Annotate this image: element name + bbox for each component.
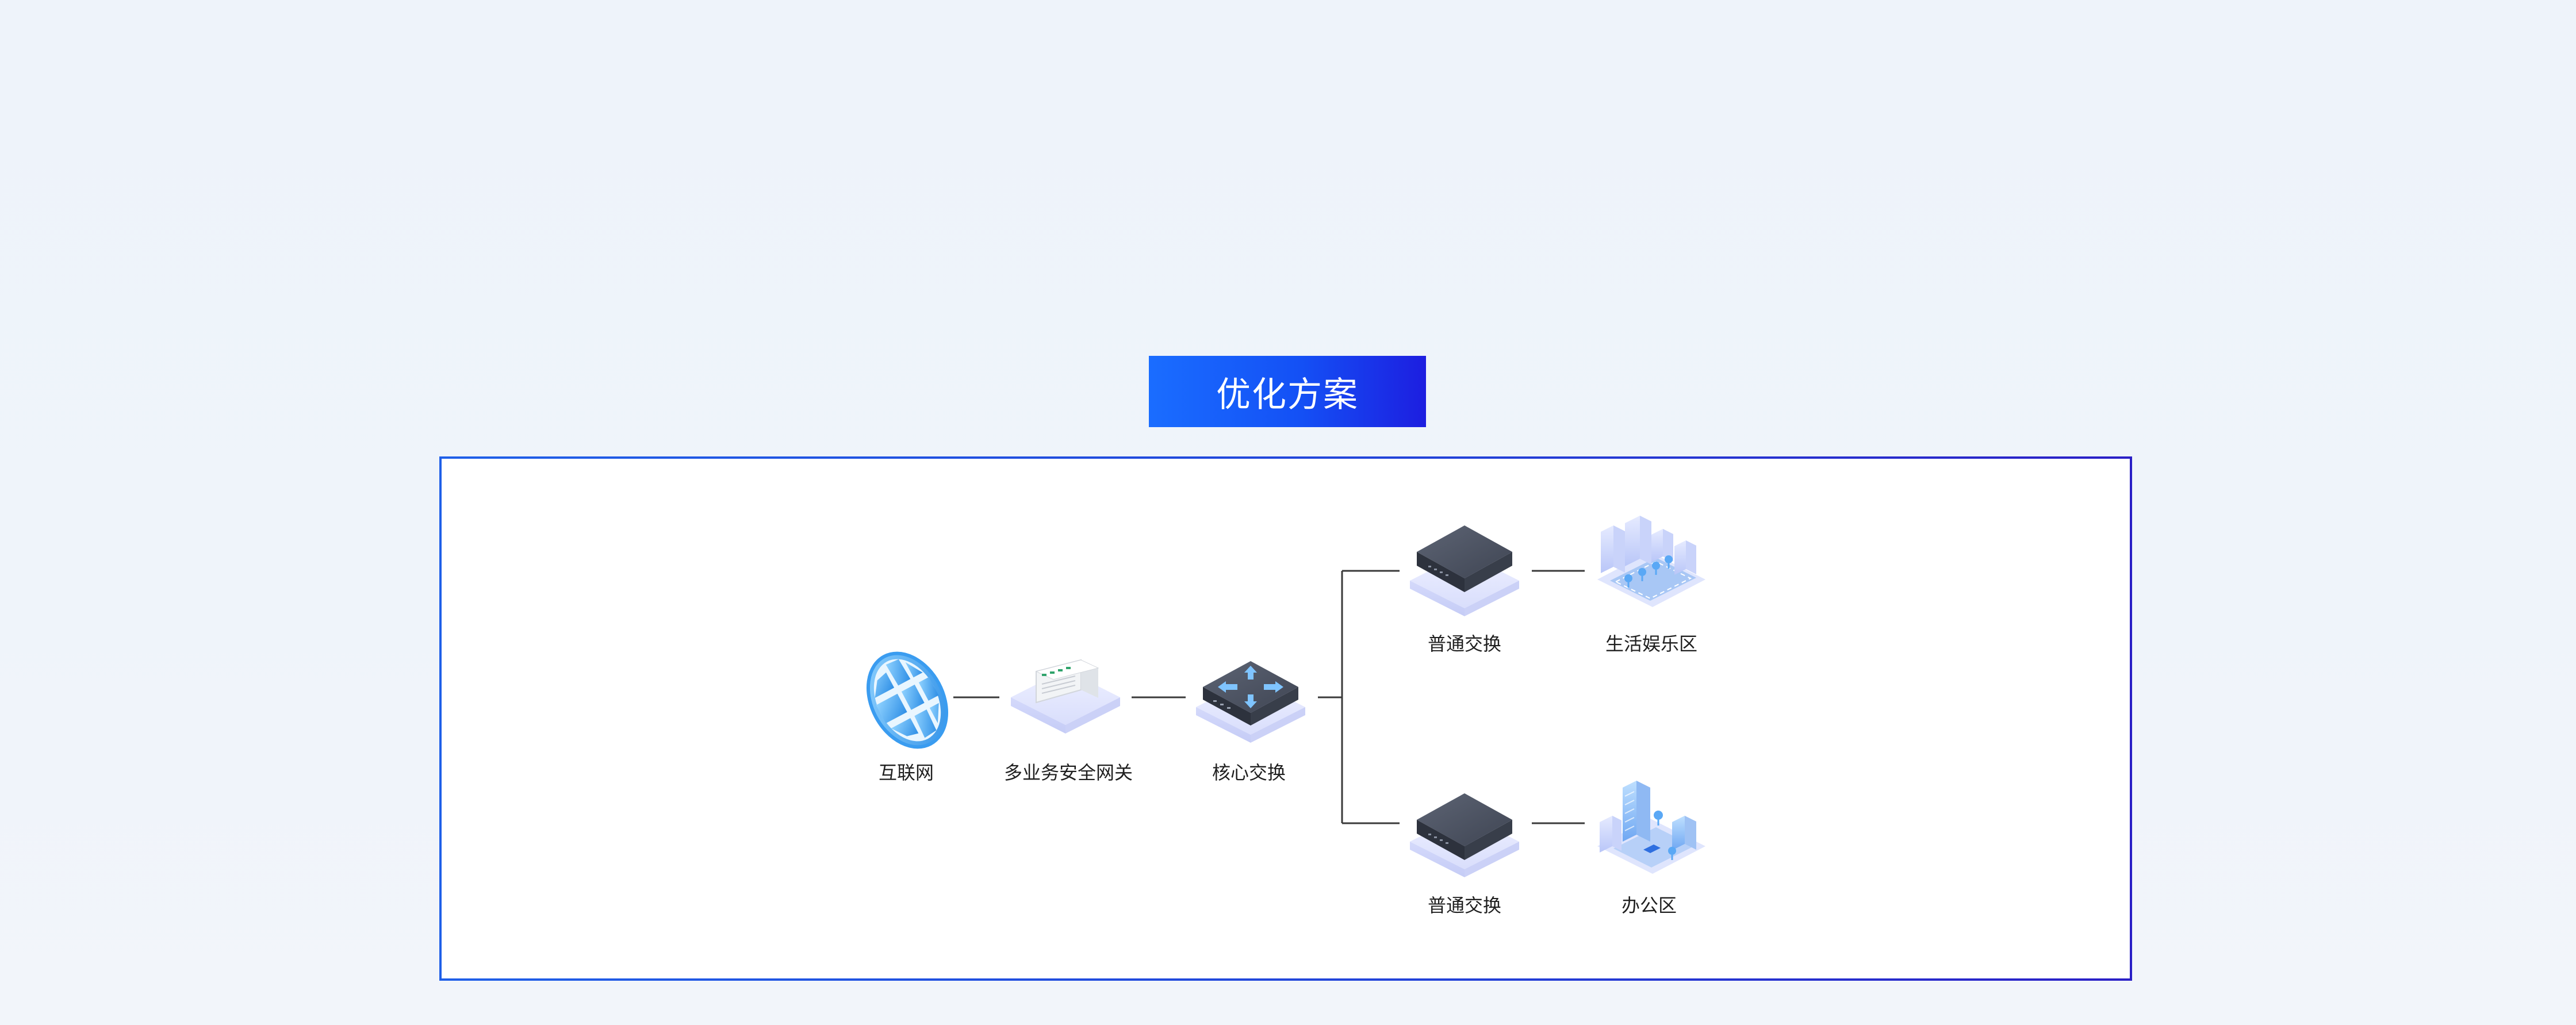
node-label-switch-bottom: 普通交换	[1428, 895, 1501, 916]
node-label-living-area: 生活娱乐区	[1605, 633, 1697, 655]
node-label-office-area: 办公区	[1621, 895, 1677, 916]
node-office-area[interactable]: 办公区	[1597, 781, 1705, 916]
node-label-gateway: 多业务安全网关	[1004, 762, 1133, 784]
office-buildings-icon	[1597, 781, 1705, 874]
residential-buildings-icon	[1597, 516, 1705, 607]
connectors	[953, 570, 1585, 824]
diagram-title: 优化方案	[1216, 374, 1359, 415]
node-label-switch-top: 普通交换	[1428, 633, 1501, 655]
node-label-core-switch: 核心交换	[1212, 762, 1286, 784]
node-gateway[interactable]: 多业务安全网关	[1004, 659, 1133, 784]
node-internet[interactable]: 互联网	[853, 640, 962, 784]
gateway-device-icon	[1011, 659, 1120, 734]
node-core-switch[interactable]: 核心交换	[1196, 661, 1305, 784]
node-switch-top[interactable]: 普通交换	[1410, 525, 1519, 655]
core-switch-icon	[1196, 661, 1305, 743]
node-label-internet: 互联网	[879, 762, 934, 784]
node-living-area[interactable]: 生活娱乐区	[1597, 516, 1705, 655]
globe-icon	[866, 651, 949, 749]
switch-icon	[1410, 525, 1519, 616]
switch-icon	[1410, 793, 1519, 877]
node-switch-bottom[interactable]: 普通交换	[1410, 793, 1519, 916]
title-banner: 优化方案	[1149, 356, 1426, 427]
